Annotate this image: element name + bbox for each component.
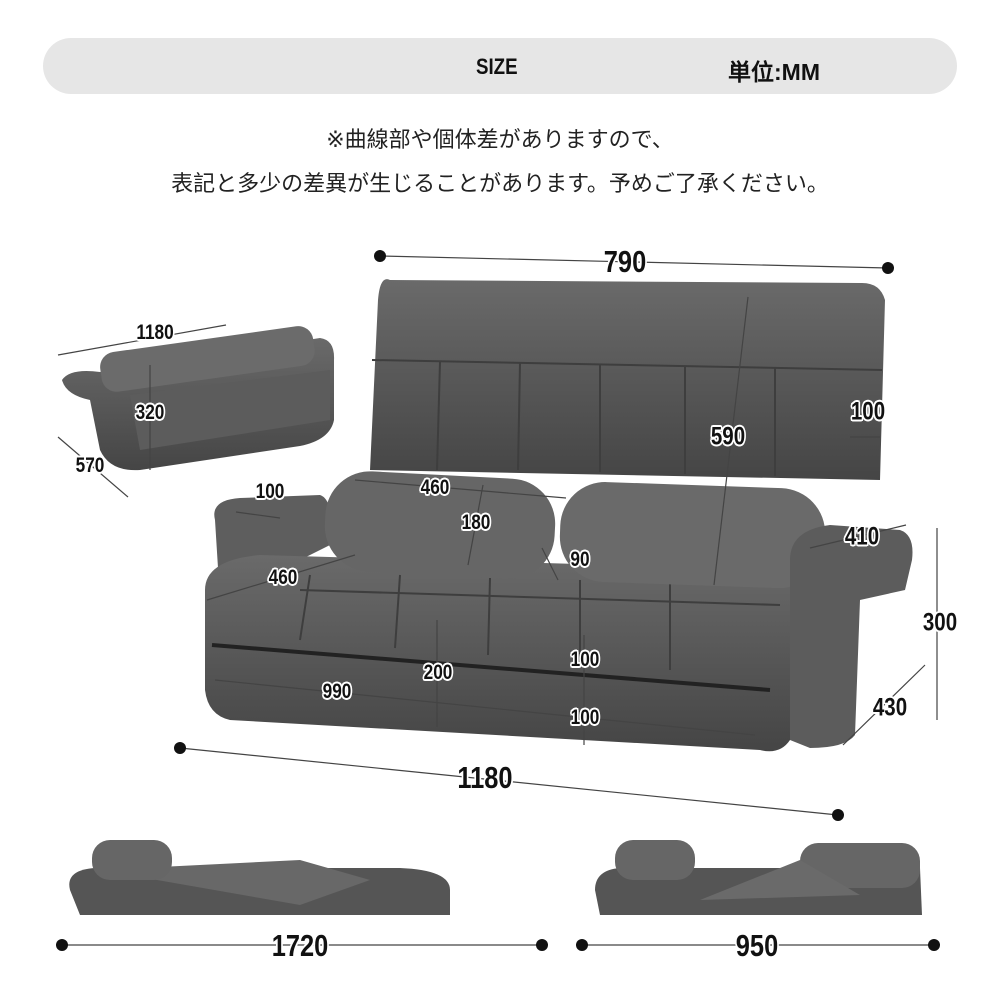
dim-arm-length-left: 460 [268,566,298,589]
notice-line-2: 表記と多少の差異が生じることがあります。予めご了承ください。 [171,172,829,197]
unit-label: 単位:MM [728,59,820,85]
dim-seat-width: 990 [322,680,352,703]
header-bar: SIZE 単位:MM [43,38,957,94]
dim-overall-width-top: 790 [603,244,647,279]
dim-seat-upper: 100 [570,648,600,671]
dim-pillow-length: 460 [420,476,450,499]
dimension-lines [57,255,938,946]
dim-pillow-depth: 90 [570,548,590,571]
notice-line-1: ※曲線部や個体差がありますので、 [326,128,674,153]
dim-folded-height: 320 [135,401,165,424]
flat-sofa-image [69,840,451,915]
dim-arm-height: 300 [922,608,958,637]
dim-back-thickness: 100 [850,397,886,426]
dim-arm-length-right: 410 [844,522,880,551]
dim-overall-width: 1180 [457,760,513,795]
dimension-endpoints [56,250,940,951]
folded-sofa-image [62,326,335,471]
dim-arm-width: 100 [255,480,285,503]
recline-sofa-image [595,840,922,915]
dim-folded-depth: 570 [75,454,105,477]
main-sofa-image [205,279,913,752]
dim-pillow-height: 180 [461,511,491,534]
dim-seat-height: 200 [423,661,453,684]
dim-back-height: 590 [710,422,746,451]
dim-folded-width: 1180 [136,321,174,344]
dim-recline-length: 950 [735,928,779,963]
dim-flat-length: 1720 [271,928,329,963]
dim-seat-lower: 100 [570,706,600,729]
dim-arm-depth: 430 [872,693,908,722]
size-title: SIZE [476,54,518,79]
